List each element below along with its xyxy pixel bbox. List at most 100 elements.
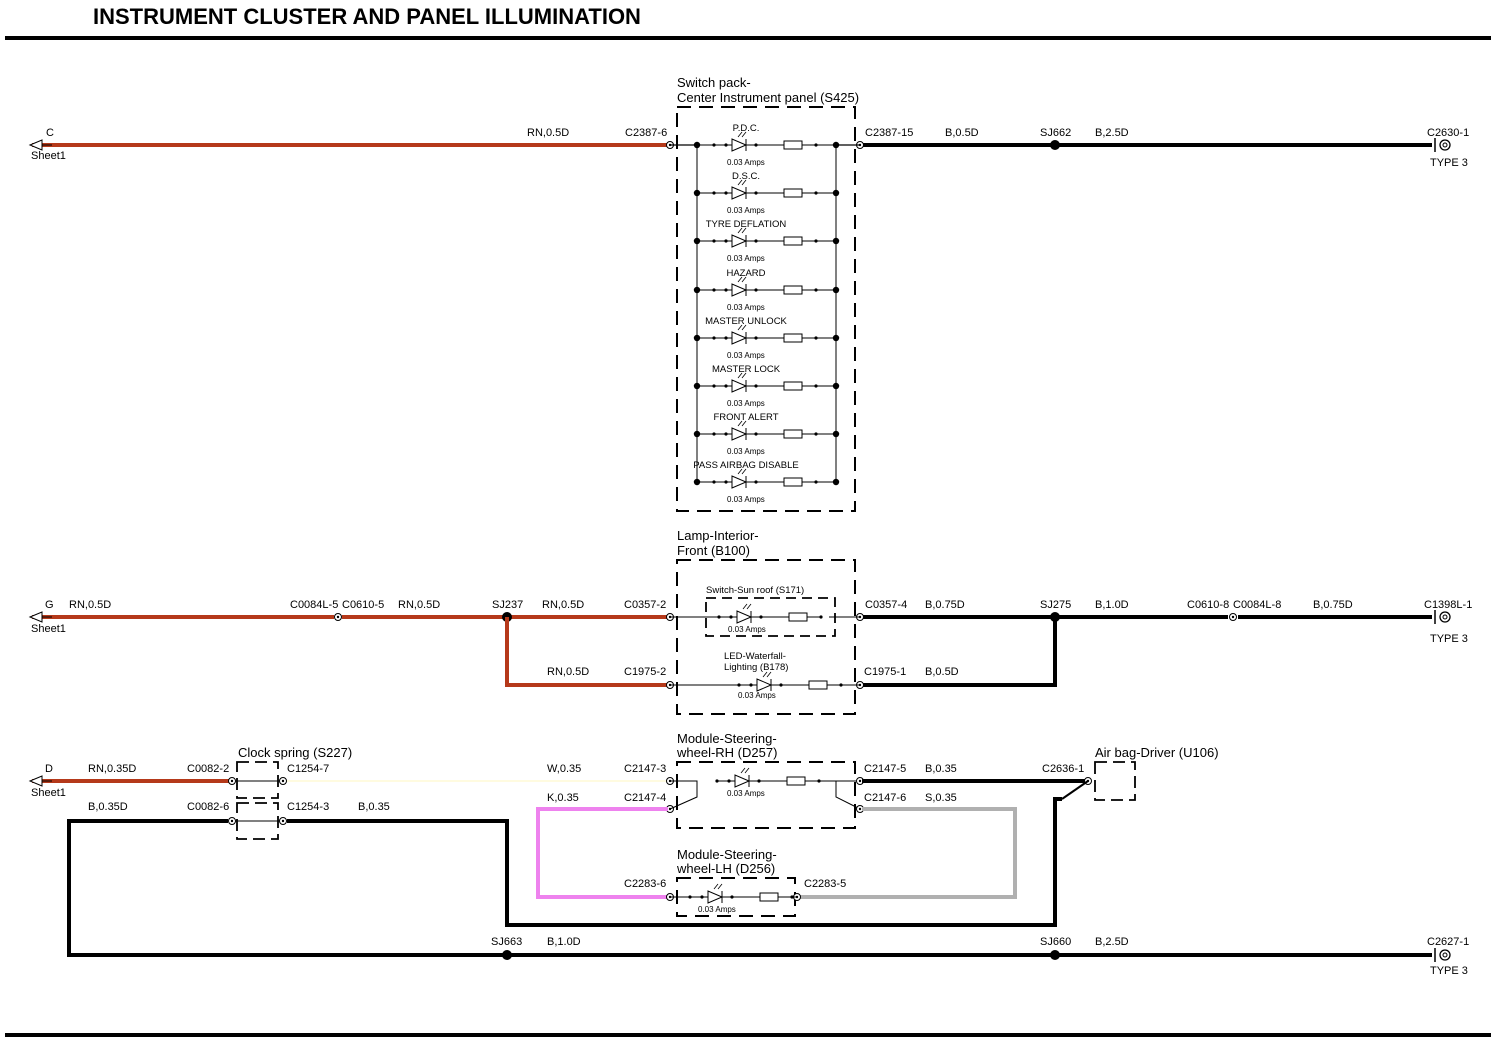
wire-s-grey [800, 807, 1017, 899]
connector-c1254-7 [279, 777, 287, 785]
switch-led-icon [711, 179, 819, 200]
lamp-title-2: Front (B100) [677, 543, 750, 558]
connector-c0082-2 [228, 777, 236, 785]
wire-label-c3: B,2.5D [1095, 127, 1129, 139]
led-waterfall-icon [736, 671, 844, 692]
switch-pack-s425: Switch pack- Center Instrument panel (S4… [670, 75, 860, 512]
splice-label-sj660: SJ660 [1040, 936, 1071, 948]
clock-spring-title: Clock spring (S227) [238, 745, 352, 760]
wire-k-pink [536, 807, 668, 899]
led-waterfall-current: 0.03 Amps [738, 691, 776, 700]
connector-label-c0357-2: C0357-2 [624, 599, 666, 611]
connector-label-c0084l-8: C0084L-8 [1233, 599, 1281, 611]
steering-rh-boundary [676, 761, 856, 829]
connector-label-c2387-15: C2387-15 [865, 127, 913, 139]
switch-label: D.S.C. [732, 171, 760, 182]
wire-label-b2: B,0.35D [88, 801, 128, 813]
connector-label-c2147-5: C2147-5 [864, 763, 906, 775]
ground-type-c2627-1: TYPE 3 [1430, 965, 1468, 977]
connector-c1254-3 [279, 817, 287, 825]
connector-label-c2387-6: C2387-6 [625, 127, 667, 139]
connector-c0082-6 [228, 817, 236, 825]
ground-c2630-1-icon [1434, 137, 1451, 153]
led-waterfall-label-2: Lighting (B178) [724, 662, 788, 673]
switch-label: MASTER LOCK [712, 364, 781, 375]
airbag-boundary [1094, 761, 1136, 801]
switch-label: PASS AIRBAG DISABLE [693, 460, 798, 471]
connector-label-c2636-1: C2636-1 [1042, 763, 1084, 775]
switch-led-icon [711, 227, 819, 248]
connector-label-c2147-4: C2147-4 [624, 792, 666, 804]
ground-type-c2630-1: TYPE 3 [1430, 157, 1468, 169]
switch-pack-boundary [676, 106, 856, 512]
sheet-ref-g-arrow [29, 611, 53, 623]
wire-label-c1: RN,0.5D [527, 127, 569, 139]
steering-lh-title-2: wheel-LH (D256) [676, 861, 775, 876]
page-title: INSTRUMENT CLUSTER AND PANEL ILLUMINATIO… [93, 4, 641, 29]
sheet-ref-c-letter: C [46, 127, 54, 139]
bottom-rule [5, 1033, 1491, 1037]
wire-label-k: K,0.35 [547, 792, 579, 804]
circuit-3: D Sheet1 RN,0.35D C0082-2 Clock spring (… [29, 731, 1469, 977]
connector-label-c2147-3: C2147-3 [624, 763, 666, 775]
wire-g-branch-black [862, 617, 1057, 687]
connector-label-c2147-6: C2147-6 [864, 792, 906, 804]
wire-label-g2: RN,0.5D [398, 599, 440, 611]
wire-label-g4: B,0.75D [925, 599, 965, 611]
connector-label-c1975-2: C1975-2 [624, 666, 666, 678]
switch-current: 0.03 Amps [727, 254, 765, 263]
switch-row: D.S.C.0.03 Amps [693, 171, 840, 215]
airbag-title: Air bag-Driver (U106) [1095, 745, 1219, 760]
connector-label-c1254-3: C1254-3 [287, 801, 329, 813]
switch-row: P.D.C.0.03 Amps [693, 123, 840, 167]
connector-c0610-8 [1229, 613, 1237, 621]
steering-lh-title-1: Module-Steering- [677, 847, 777, 862]
wire-label-g1: RN,0.5D [69, 599, 111, 611]
steering-rh-current: 0.03 Amps [727, 789, 765, 798]
wire-label-b3: B,0.35 [358, 801, 390, 813]
switch-led-icon [711, 276, 819, 297]
clock-spring-boundary-top [236, 761, 279, 799]
switch-current: 0.03 Amps [727, 303, 765, 312]
wire-label-g5: B,1.0D [1095, 599, 1129, 611]
lamp-title-1: Lamp-Interior- [677, 528, 759, 543]
wire-label-ground-a: B,1.0D [547, 936, 581, 948]
splice-sj663 [502, 950, 512, 960]
ground-c2627-1-icon [1434, 947, 1451, 963]
ground-c1398l-1-icon [1434, 609, 1451, 625]
connector-label-c0082-2: C0082-2 [187, 763, 229, 775]
lamp-interior-b100: Lamp-Interior- Front (B100) Switch-Sun r… [670, 528, 860, 715]
splice-label-sj663: SJ663 [491, 936, 522, 948]
connector-label-c0082-6: C0082-6 [187, 801, 229, 813]
switch-led-icon [711, 468, 819, 489]
sun-roof-current: 0.03 Amps [728, 625, 766, 634]
wire-label-c2: B,0.5D [945, 127, 979, 139]
switch-led-icon [711, 324, 819, 345]
sheet-ref-d-letter: D [45, 763, 53, 775]
steering-lh-current: 0.03 Amps [698, 905, 736, 914]
wire-b-035d [67, 819, 1432, 957]
circuit-2: G Sheet1 RN,0.5D C0084L-5 C0610-5 RN,0.5… [29, 599, 1472, 689]
switch-current: 0.03 Amps [727, 351, 765, 360]
switch-led-icon [711, 372, 819, 393]
switch-pack-title-1: Switch pack- [677, 75, 751, 90]
sheet-ref-d-name: Sheet1 [31, 787, 66, 799]
ground-label-c1398l-1: C1398L-1 [1424, 599, 1472, 611]
switch-current: 0.03 Amps [727, 158, 765, 167]
sheet-ref-c-arrow [29, 139, 53, 151]
wire-label-rh-out: B,0.35 [925, 763, 957, 775]
switch-current: 0.03 Amps [727, 447, 765, 456]
wire-label-g-branch: RN,0.5D [547, 666, 589, 678]
wire-label-ground-b: B,2.5D [1095, 936, 1129, 948]
wire-label-g6: B,0.75D [1313, 599, 1353, 611]
sheet-ref-d-arrow [29, 775, 53, 787]
splice-sj662 [1050, 140, 1060, 150]
sun-roof-switch-label: Switch-Sun roof (S171) [706, 585, 804, 596]
switch-led-icon [711, 420, 819, 441]
